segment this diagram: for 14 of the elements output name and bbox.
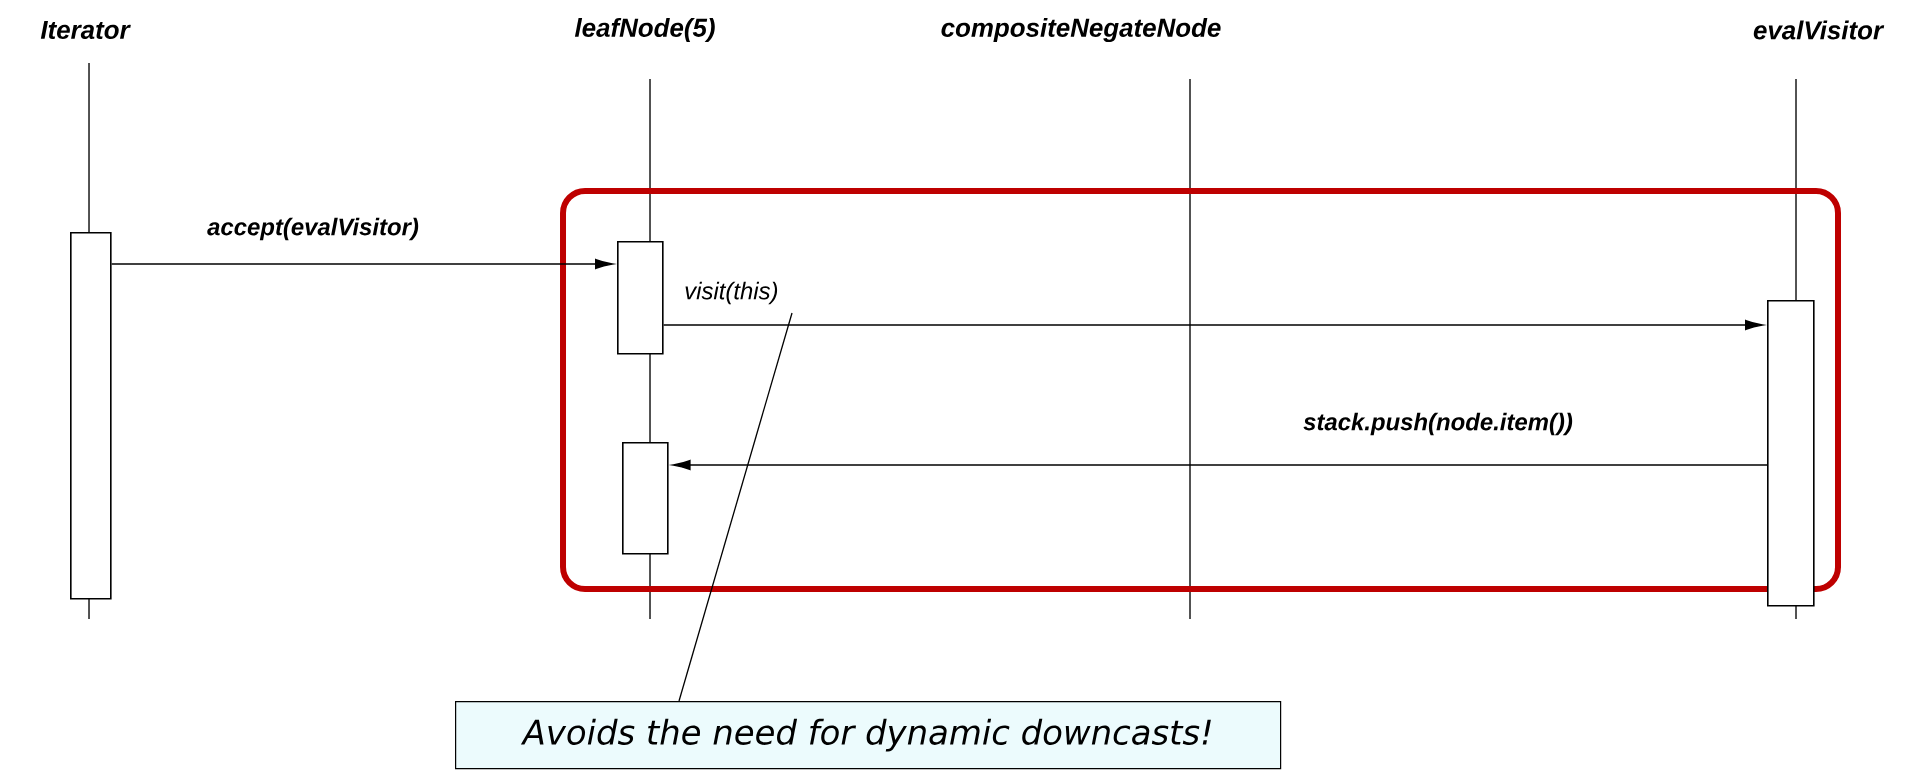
lifeline-header: leafNode(5) bbox=[574, 17, 715, 43]
edge-label: stack.push(node.item()) bbox=[1301, 410, 1575, 438]
edge-label: accept(evalVisitor) bbox=[205, 215, 421, 243]
leader-line bbox=[678, 312, 793, 702]
message-arrow bbox=[672, 459, 1768, 471]
lifeline-header: evalVisitor bbox=[1753, 20, 1885, 40]
edge-label: visit(this) bbox=[682, 279, 781, 307]
activation-bar bbox=[70, 232, 112, 600]
activation-bar bbox=[617, 241, 664, 355]
lifeline-header: Iterator bbox=[40, 20, 131, 40]
activation-bar bbox=[622, 442, 669, 555]
callout-box: Avoids the need for dynamic downcasts! bbox=[455, 701, 1282, 770]
lifeline-header: compositeNegateNode bbox=[941, 17, 1221, 43]
activation-bar bbox=[1767, 300, 1815, 607]
